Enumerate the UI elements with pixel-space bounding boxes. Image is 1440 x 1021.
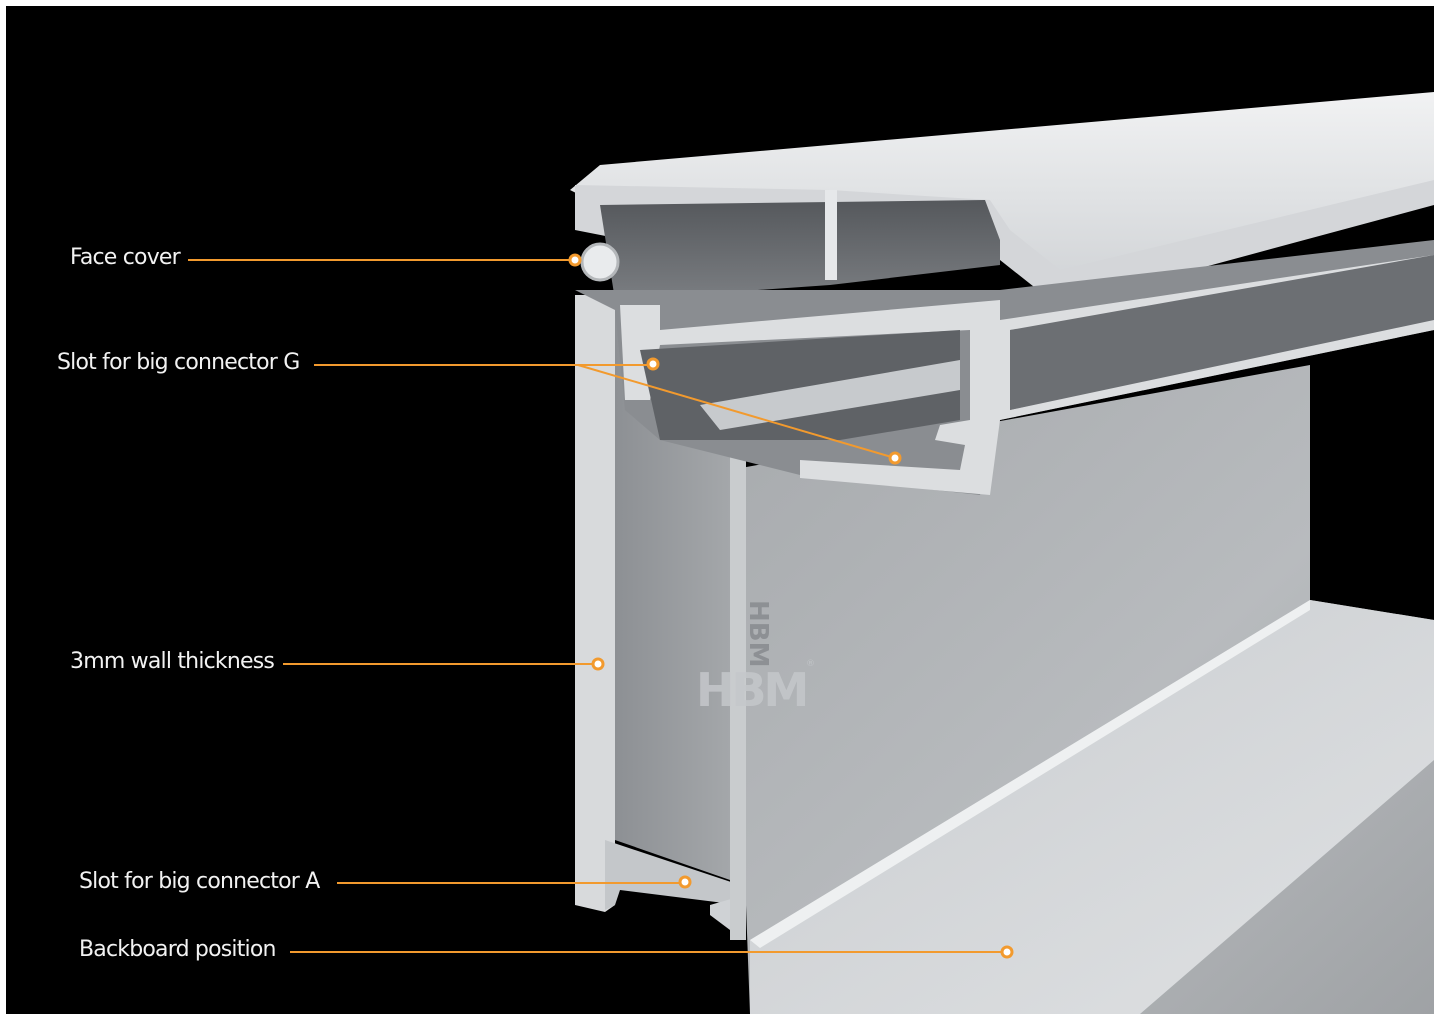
callout-slot-connector-a: Slot for big connector A xyxy=(79,869,320,894)
callout-slot-connector-g: Slot for big connector G xyxy=(57,350,300,375)
dot-slot-g xyxy=(646,357,660,371)
dot-slot-a xyxy=(678,875,692,889)
dot-backboard xyxy=(1000,945,1014,959)
dot-wall xyxy=(591,657,605,671)
outer-wall-face xyxy=(575,295,615,912)
slot-g-rail xyxy=(700,360,960,430)
callout-backboard-position: Backboard position xyxy=(79,937,276,962)
watermark-logo-text: HBM xyxy=(696,663,806,717)
cover-rib xyxy=(825,190,837,280)
dot-slot-g-branch xyxy=(888,451,902,465)
registered-mark: ® xyxy=(806,659,815,669)
hbm-watermark-logo: HBM ® xyxy=(696,659,815,717)
hinge-bead xyxy=(580,242,620,282)
floor-edge-highlight xyxy=(750,600,1310,948)
callout-wall-thickness: 3mm wall thickness xyxy=(70,649,275,674)
leader-lines xyxy=(188,259,1007,953)
cover-channel xyxy=(600,200,1000,300)
leader-slot-g-branch xyxy=(577,364,896,459)
callout-face-cover: Face cover xyxy=(70,245,181,270)
slot-a-profile xyxy=(605,840,740,910)
divider-wall xyxy=(730,450,746,940)
dot-face-cover xyxy=(568,253,582,267)
backboard-floor xyxy=(750,600,1434,1014)
callout-dots xyxy=(568,253,1014,959)
right-channel-cavity xyxy=(1010,255,1434,410)
embossed-logo-side: HBM xyxy=(743,600,773,667)
